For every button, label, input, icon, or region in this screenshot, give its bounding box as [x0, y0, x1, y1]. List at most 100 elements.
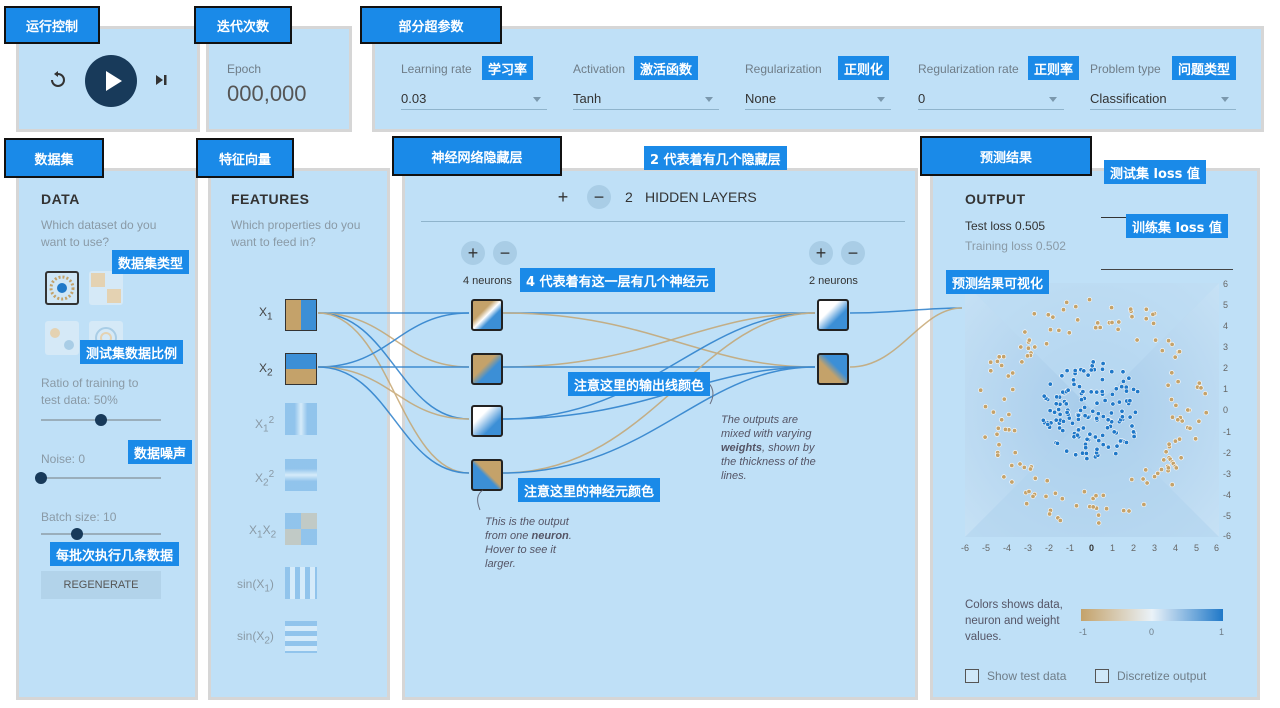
plot-point — [1143, 306, 1149, 312]
layer2-add-neuron-button[interactable]: + — [809, 241, 833, 265]
plot-point — [1087, 431, 1093, 437]
ratio-label: Ratio of training to test data: 50% — [41, 376, 139, 407]
plot-point — [1047, 381, 1053, 387]
plot-point — [1047, 511, 1053, 517]
tag-hyperparams: 部分超参数 — [360, 6, 502, 44]
reset-button[interactable] — [45, 67, 71, 93]
plot-point — [999, 363, 1005, 369]
plot-point — [1109, 305, 1115, 311]
plot-point — [1094, 415, 1100, 421]
plot-point — [1178, 455, 1184, 461]
plot-point — [995, 425, 1001, 431]
plot-point — [982, 434, 988, 440]
plot-point — [1024, 353, 1030, 359]
plot-point — [1100, 492, 1106, 498]
batch-slider-knob[interactable] — [71, 528, 83, 540]
dataset-xor[interactable] — [89, 271, 123, 305]
plot-point — [1120, 369, 1126, 375]
play-button[interactable] — [85, 55, 137, 107]
features-title: FEATURES — [231, 191, 310, 207]
noise-slider[interactable] — [41, 477, 161, 479]
plot-point — [1060, 428, 1066, 434]
plot-point — [1127, 398, 1133, 404]
plot-point — [1166, 441, 1172, 447]
layer1-add-neuron-button[interactable]: + — [461, 241, 485, 265]
remove-layer-button[interactable]: − — [587, 185, 611, 209]
data-panel: DATA Which dataset do you want to use? R… — [16, 168, 198, 700]
neuron-l1-3[interactable] — [471, 405, 503, 437]
add-layer-button[interactable]: + — [557, 186, 569, 207]
plot-point — [1075, 416, 1081, 422]
dataset-gaussian[interactable] — [45, 321, 79, 355]
neuron-l2-1[interactable] — [817, 299, 849, 331]
show-test-data-label: Show test data — [987, 669, 1067, 683]
feature-x2-squared[interactable] — [285, 459, 317, 491]
plot-point — [1100, 361, 1106, 367]
plot-point — [1024, 501, 1030, 507]
feature-sin-x2[interactable] — [285, 621, 317, 653]
y-tick: 6 — [1223, 279, 1229, 289]
tag-dataset: 数据集 — [4, 138, 104, 178]
plot-point — [1018, 344, 1024, 350]
step-button[interactable] — [149, 69, 173, 91]
feature-x2[interactable] — [285, 353, 317, 385]
feature-sin-x1[interactable] — [285, 567, 317, 599]
plot-point — [1040, 417, 1046, 423]
neuron-l1-2[interactable] — [471, 353, 503, 385]
discretize-output-checkbox[interactable] — [1095, 669, 1109, 683]
plot-point — [1064, 299, 1070, 305]
tag-activation: 激活函数 — [634, 56, 699, 80]
plot-point — [1079, 397, 1085, 403]
feature-x1x2[interactable] — [285, 513, 317, 545]
batch-slider[interactable] — [41, 533, 161, 535]
output-panel: OUTPUT Test loss 0.505 Training loss 0.5… — [930, 168, 1260, 700]
feature-x1-squared[interactable] — [285, 403, 317, 435]
color-legend-bar — [1081, 609, 1223, 621]
data-title: DATA — [41, 191, 80, 207]
tag-reg-rate: 正则率 — [1028, 56, 1080, 80]
plot-point — [1071, 381, 1077, 387]
tag-noise: 数据噪声 — [128, 440, 193, 464]
noise-slider-knob[interactable] — [35, 472, 47, 484]
plot-point — [1044, 478, 1050, 484]
plot-point — [1143, 467, 1149, 473]
plot-point — [1094, 400, 1100, 406]
feature-x1[interactable] — [285, 299, 317, 331]
plot-point — [1047, 408, 1053, 414]
plot-point — [1001, 396, 1007, 402]
feature-label-x1sq: X12 — [255, 415, 275, 435]
y-tick: -3 — [1223, 469, 1232, 479]
dataset-circle[interactable] — [45, 271, 79, 305]
neuron-l1-4[interactable] — [471, 459, 503, 491]
plot-point — [1155, 470, 1161, 476]
plot-point — [1064, 368, 1070, 374]
plot-point — [1115, 326, 1121, 332]
plot-point — [988, 359, 994, 365]
hidden-layer-count: 2 — [625, 189, 633, 205]
ratio-slider-knob[interactable] — [95, 414, 107, 426]
plot-point — [1196, 380, 1202, 386]
plot-point — [1050, 314, 1056, 320]
tag-features: 特征向量 — [196, 138, 294, 178]
layer1-remove-neuron-button[interactable]: − — [493, 241, 517, 265]
tag-dataset-type: 数据集类型 — [112, 250, 190, 274]
layer2-remove-neuron-button[interactable]: − — [841, 241, 865, 265]
dataset-circle-icon — [49, 275, 75, 301]
y-tick: -5 — [1223, 511, 1232, 521]
regenerate-button[interactable]: REGENERATE — [41, 571, 161, 599]
plot-point — [1083, 445, 1089, 451]
plot-point — [1131, 429, 1137, 435]
step-icon — [156, 75, 167, 85]
plot-point — [1113, 386, 1119, 392]
reg-rate-value: 0 — [918, 91, 926, 106]
plot-point — [1099, 377, 1105, 383]
plot-point — [994, 431, 1000, 437]
plot-point — [1088, 367, 1094, 373]
neuron-l2-2[interactable] — [817, 353, 849, 385]
plot-point — [1073, 452, 1079, 458]
plot-point — [1169, 397, 1175, 403]
plot-point — [1048, 327, 1054, 333]
plot-point — [1141, 502, 1147, 508]
show-test-data-checkbox[interactable] — [965, 669, 979, 683]
neuron-l1-1[interactable] — [471, 299, 503, 331]
